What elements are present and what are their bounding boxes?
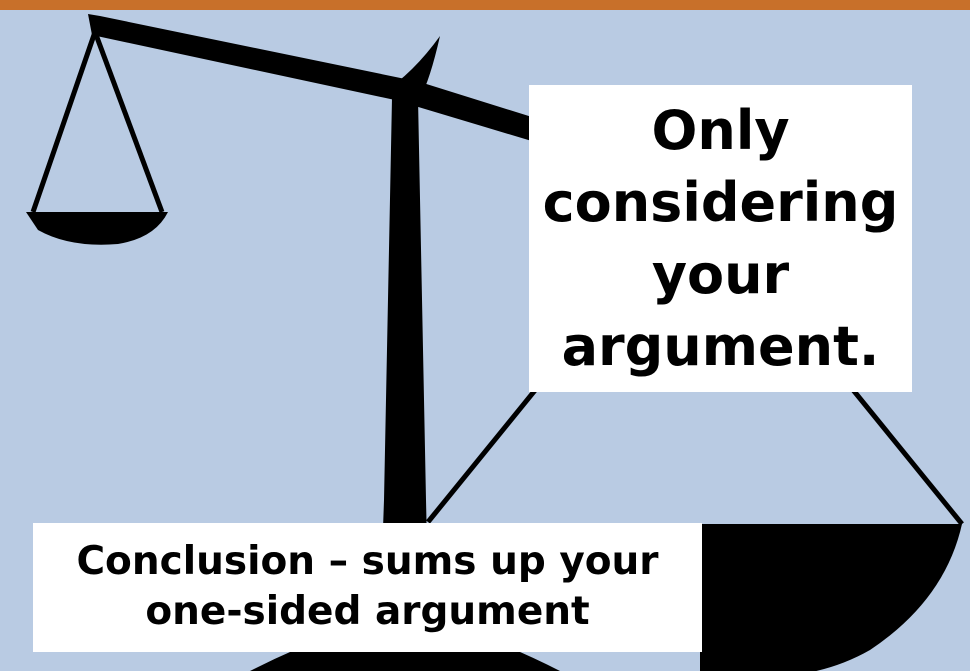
heading-box: Only considering your argument. bbox=[529, 85, 912, 392]
scale-beam bbox=[88, 14, 548, 145]
left-pan-hanger bbox=[33, 32, 162, 212]
caption-box: Conclusion – sums up your one-sided argu… bbox=[33, 523, 702, 652]
right-pan-hanger bbox=[428, 378, 962, 524]
caption-line-1: Conclusion – sums up your bbox=[33, 537, 702, 587]
heading-line-3: your bbox=[529, 239, 912, 311]
heading-line-2: considering bbox=[529, 167, 912, 239]
left-pan bbox=[26, 212, 168, 245]
right-pan bbox=[700, 524, 962, 671]
heading-line-4: argument. bbox=[529, 311, 912, 383]
heading-line-1: Only bbox=[529, 95, 912, 167]
caption-line-2: one-sided argument bbox=[33, 587, 702, 637]
